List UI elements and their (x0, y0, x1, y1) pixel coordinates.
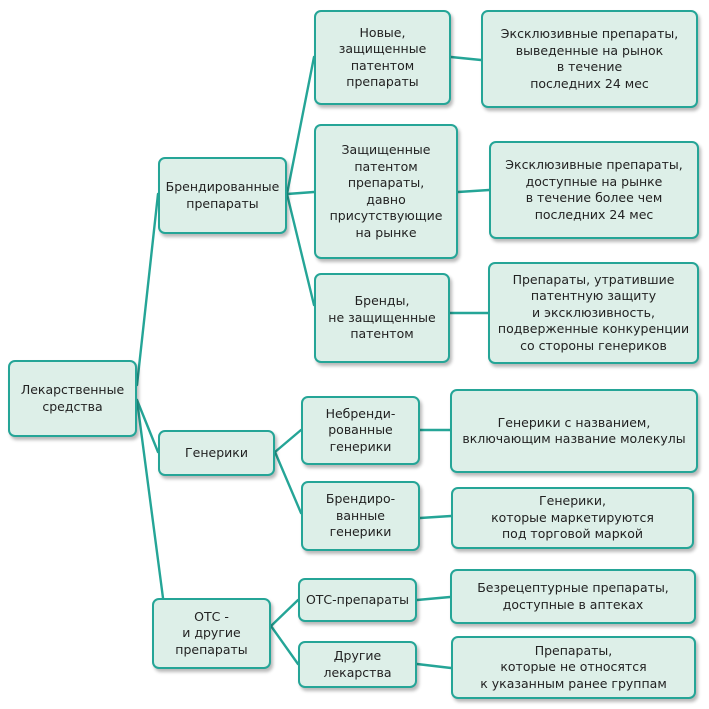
connector-desc-6 (415, 595, 452, 602)
description-new-protected: Эксклюзивные препараты, выведенные на ры… (481, 10, 698, 108)
description-other-drugs-text: Препараты, которые не относятся к указан… (480, 642, 667, 691)
connector-branded-new (285, 55, 316, 196)
category-branded-label: Брендированные препараты (165, 179, 280, 211)
connector-desc-2 (456, 188, 491, 194)
description-branded-generics: Генерики, которые маркетируются под торг… (451, 487, 694, 549)
category-otc-label: ОТС - и другие препараты (175, 608, 248, 657)
description-unprotected-brands-text: Препараты, утратившие патентную защиту и… (497, 271, 690, 353)
description-long-protected: Эксклюзивные препараты, доступные на рын… (489, 141, 699, 239)
subtype-unprotected-brands: Бренды, не защищенные патентом (314, 273, 450, 363)
connector-desc-1 (449, 55, 483, 62)
subtype-other-drugs-label: Другие лекарства (323, 648, 392, 680)
description-otc-drugs-text: Безрецептурные препараты, доступные в ап… (477, 580, 669, 612)
category-generics: Генерики (158, 430, 275, 476)
connector-root-otc (135, 398, 165, 600)
subtype-new-protected: Новые, защищенные патентом препараты (314, 10, 451, 105)
subtype-unbranded-generics-label: Небренди- рованные генерики (325, 405, 396, 454)
subtype-other-drugs: Другие лекарства (298, 641, 417, 688)
connector-desc-5 (418, 514, 453, 520)
connector-branded-unprotected (285, 192, 316, 307)
connector-otc-otc (269, 598, 300, 628)
description-other-drugs: Препараты, которые не относятся к указан… (451, 636, 696, 699)
root-node: Лекарственные средства (8, 360, 137, 437)
connector-branded-old (285, 190, 316, 196)
subtype-new-protected-label: Новые, защищенные патентом препараты (338, 24, 427, 90)
subtype-otc-drugs-label: ОТС-препараты (305, 591, 410, 607)
subtype-unbranded-generics: Небренди- рованные генерики (301, 396, 420, 465)
root-label: Лекарственные средства (20, 382, 125, 414)
description-unbranded-generics: Генерики с названием, включающим названи… (450, 389, 698, 473)
description-long-protected-text: Эксклюзивные препараты, доступные на рын… (505, 157, 683, 222)
description-unbranded-generics-text: Генерики с названием, включающим названи… (462, 414, 686, 447)
connector-root-generics (135, 398, 160, 454)
connector-generics-unbranded (273, 428, 303, 454)
connector-desc-7 (415, 662, 453, 670)
category-generics-label: Генерики (185, 444, 248, 460)
subtype-unprotected-brands-label: Бренды, не защищенные патентом (328, 293, 436, 342)
subtype-otc-drugs: ОТС-препараты (298, 578, 417, 622)
description-unprotected-brands: Препараты, утратившие патентную защиту и… (488, 262, 699, 364)
connector-generics-branded (273, 450, 303, 515)
description-otc-drugs: Безрецептурные препараты, доступные в ап… (450, 569, 696, 624)
subtype-long-protected-label: Защищенные патентом препараты, давно при… (329, 142, 443, 240)
description-branded-generics-text: Генерики, которые маркетируются под торг… (491, 493, 654, 542)
subtype-long-protected: Защищенные патентом препараты, давно при… (314, 124, 458, 259)
subtype-branded-generics-label: Брендиро- ванные генерики (325, 491, 396, 540)
connector-root-branded (135, 192, 160, 387)
connector-otc-other (269, 624, 300, 666)
category-branded: Брендированные препараты (158, 157, 287, 234)
category-otc: ОТС - и другие препараты (152, 598, 271, 669)
subtype-branded-generics: Брендиро- ванные генерики (301, 481, 420, 551)
description-new-protected-text: Эксклюзивные препараты, выведенные на ры… (500, 26, 679, 91)
